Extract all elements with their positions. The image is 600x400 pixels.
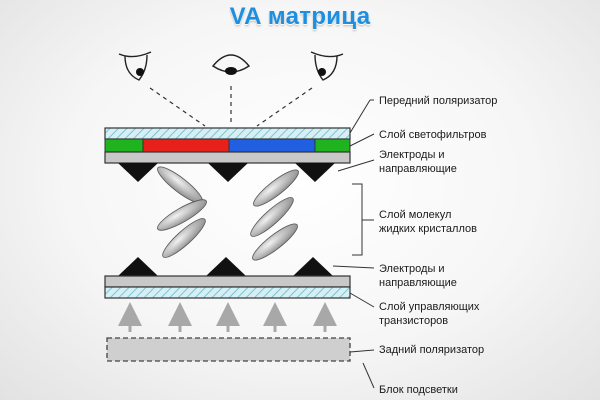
label-color-filter-layer: Слой светофильтров xyxy=(379,129,487,141)
front-polarizer xyxy=(104,127,351,140)
label-transistor-layer-line2: транзисторов xyxy=(379,315,449,327)
label-top-electrodes-line1: Электроды и xyxy=(379,149,445,161)
label-bottom-electrodes: Электроды и направляющие xyxy=(379,262,457,290)
liquid-crystal-molecules xyxy=(157,166,299,261)
label-transistor-layer-line1: Слой управляющих xyxy=(379,301,480,313)
bottom-electrode-plate xyxy=(104,275,351,288)
top-alignment-ridges xyxy=(118,163,335,182)
rear-polarizer xyxy=(106,337,351,362)
label-liquid-crystals-line2: жидких кристаллов xyxy=(379,223,477,235)
label-rear-polarizer: Задний поляризатор xyxy=(379,344,485,356)
eye-icon-center xyxy=(211,54,251,75)
label-liquid-crystals: Слой молекул жидких кристаллов xyxy=(379,208,477,236)
label-bottom-electrodes-line2: направляющие xyxy=(379,277,457,289)
transistor-layer xyxy=(104,286,351,299)
label-top-electrodes-line2: направляющие xyxy=(379,163,457,175)
label-leaders xyxy=(332,99,375,389)
eye-icon-left xyxy=(118,51,152,81)
label-top-electrodes: Электроды и направляющие xyxy=(379,148,457,176)
bottom-alignment-ridges xyxy=(118,257,333,276)
label-backlight-unit: Блок подсветки xyxy=(379,384,458,396)
top-electrode-plate xyxy=(104,151,351,164)
color-filter-layer xyxy=(104,138,351,153)
backlight-arrows xyxy=(118,302,337,332)
label-bottom-electrodes-line1: Электроды и xyxy=(379,263,445,275)
label-transistor-layer: Слой управляющих транзисторов xyxy=(379,300,479,328)
page-title: VA матрица xyxy=(229,3,371,30)
label-liquid-crystals-line1: Слой молекул xyxy=(379,209,452,221)
eye-icon-right xyxy=(310,51,344,81)
label-front-polarizer: Передний поляризатор xyxy=(379,95,498,107)
viewing-lines xyxy=(149,86,313,127)
